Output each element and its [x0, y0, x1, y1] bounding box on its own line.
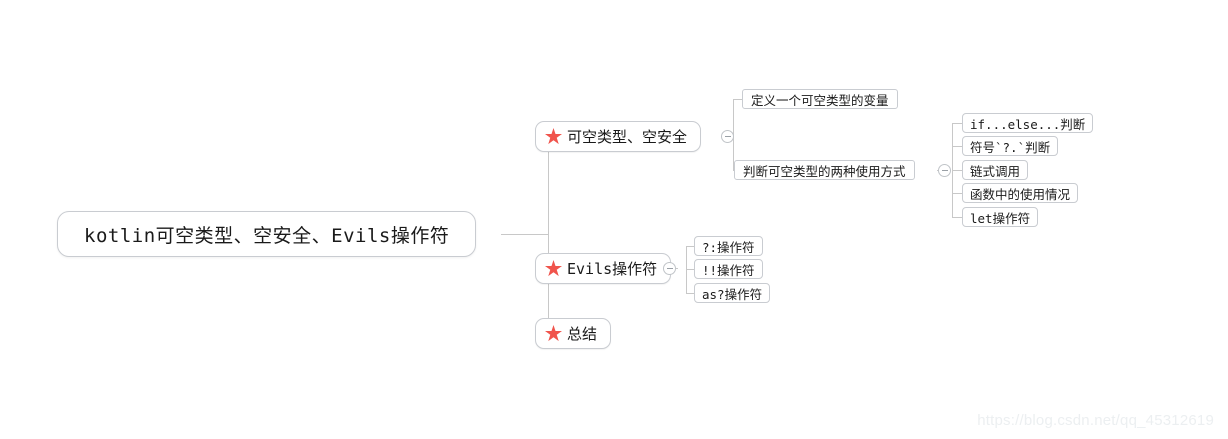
leaf-node-elvis-operator[interactable]: ?:操作符	[694, 236, 763, 256]
branch-node-evils[interactable]: Evils操作符	[535, 253, 672, 284]
connector-to-leaf-chain	[952, 170, 962, 171]
connector-to-leaf-function	[952, 193, 962, 194]
leaf-node-if-else[interactable]: if...else...判断	[962, 113, 1094, 133]
node-define-nullable-variable[interactable]: 定义一个可空类型的变量	[742, 89, 898, 109]
connector-root-stub	[501, 234, 548, 235]
watermark-text: https://blog.csdn.net/qq_45312619	[977, 412, 1214, 429]
node-two-usage-ways-label: 判断可空类型的两种使用方式	[743, 163, 906, 179]
leaf-node-safe-call-symbol[interactable]: 符号`?.`判断	[962, 136, 1059, 156]
branch-node-evils-label: Evils操作符	[567, 260, 658, 278]
star-icon	[545, 260, 562, 277]
branch-node-summary-label: 总结	[567, 325, 598, 343]
leaf-node-elvis-operator-label: ?:操作符	[702, 239, 755, 255]
collapse-toggle-evils[interactable]	[663, 262, 676, 275]
connector-to-leaf-ascast	[686, 293, 694, 294]
leaf-node-if-else-label: if...else...判断	[970, 116, 1086, 132]
leaf-node-safe-cast[interactable]: as?操作符	[694, 283, 771, 303]
collapse-toggle-two-usage-ways[interactable]	[938, 164, 951, 177]
star-icon	[545, 325, 562, 342]
leaf-node-chained-call[interactable]: 链式调用	[962, 160, 1029, 180]
leaf-node-safe-cast-label: as?操作符	[702, 286, 763, 302]
connector-to-node-define	[733, 99, 742, 100]
leaf-node-function-usage-label: 函数中的使用情况	[970, 186, 1071, 202]
branch-node-summary[interactable]: 总结	[535, 318, 612, 349]
root-node-label: kotlin可空类型、空安全、Evils操作符	[84, 224, 450, 247]
leaf-node-chained-call-label: 链式调用	[970, 163, 1021, 179]
leaf-node-let-operator[interactable]: let操作符	[962, 207, 1039, 227]
connector-to-leaf-elvis	[686, 246, 694, 247]
leaf-node-safe-call-symbol-label: 符号`?.`判断	[970, 139, 1051, 155]
connector-to-leaf-symbol	[952, 146, 962, 147]
node-two-usage-ways[interactable]: 判断可空类型的两种使用方式	[734, 160, 915, 180]
connector-to-leaf-let	[952, 217, 962, 218]
collapse-toggle-nullable-safety[interactable]	[721, 130, 734, 143]
star-icon	[545, 128, 562, 145]
connector-to-leaf-ifelse	[952, 123, 962, 124]
connector-level2-trunk	[548, 136, 549, 334]
branch-node-nullable-safety[interactable]: 可空类型、空安全	[535, 121, 702, 152]
branch-node-nullable-safety-label: 可空类型、空安全	[567, 128, 688, 146]
leaf-node-not-null-assert[interactable]: !!操作符	[694, 259, 763, 279]
leaf-node-function-usage[interactable]: 函数中的使用情况	[962, 183, 1079, 203]
leaf-node-not-null-assert-label: !!操作符	[702, 262, 755, 278]
root-node[interactable]: kotlin可空类型、空安全、Evils操作符	[57, 211, 477, 257]
connector-to-leaf-notnull	[686, 269, 694, 270]
leaf-node-let-operator-label: let操作符	[970, 210, 1031, 226]
node-define-nullable-variable-label: 定义一个可空类型的变量	[751, 92, 889, 108]
